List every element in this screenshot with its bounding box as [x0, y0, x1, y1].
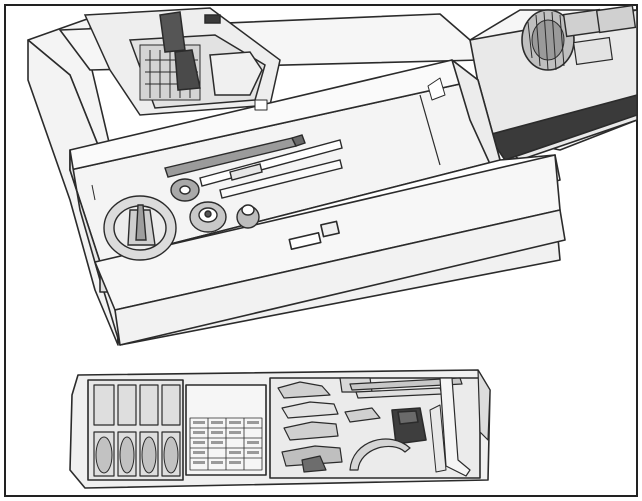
- edge-guide-icon: [349, 438, 411, 471]
- presser-feet: [277, 377, 381, 473]
- stitch-chart-grid: [189, 417, 263, 471]
- drawer-contents: [91, 134, 343, 261]
- accessory-tray: [69, 369, 491, 489]
- accessory-drawer-open: [69, 59, 566, 346]
- handwheel-icon: [521, 4, 637, 71]
